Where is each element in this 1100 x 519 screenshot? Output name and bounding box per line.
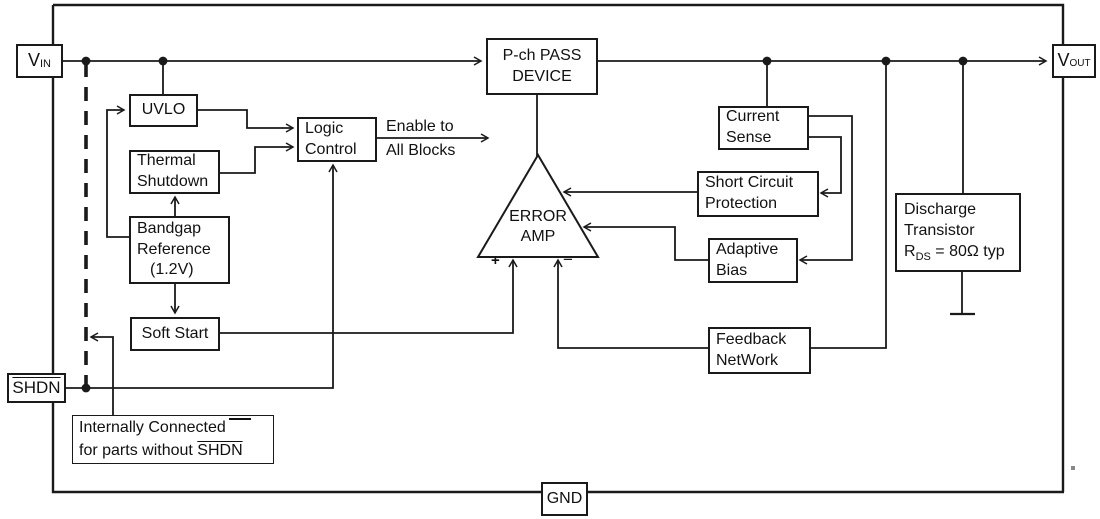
logic-line2: Control <box>305 140 357 158</box>
note-internally-connected: Internally Connected for parts without S… <box>72 415 274 464</box>
enable-annotation: Enable to All Blocks <box>386 118 456 160</box>
wire-uvlo-to-logic <box>197 109 295 133</box>
wire-feedback-to-minus-input <box>553 258 708 349</box>
chip-boundary <box>51 3 1065 494</box>
wire-currentsense-to-scp <box>808 136 842 198</box>
current-sense-line2: Sense <box>726 129 772 146</box>
wire-feedback-to-rail <box>810 61 887 349</box>
junction-dot <box>81 56 91 66</box>
block-short-circuit-protection: Short Circuit Protection <box>697 171 819 217</box>
overline-artifact <box>228 418 251 432</box>
soft-start-label: Soft Start <box>141 324 209 342</box>
pin-vin-label: V <box>27 50 40 71</box>
uvlo-label: UVLO <box>141 101 186 119</box>
error-amp-triangle <box>476 153 600 258</box>
junction-dot <box>81 383 91 393</box>
print-artifact-dot <box>1071 466 1075 470</box>
pin-shdn-label: SHDN <box>12 377 61 397</box>
block-discharge-transistor: Discharge Transistor RDS = 80Ω typ <box>895 193 1021 272</box>
pin-shdn: SHDN <box>7 373 66 403</box>
junction-dot <box>158 56 168 66</box>
block-current-sense: Current Sense <box>718 106 809 150</box>
adaptive-bias-line2: Bias <box>716 261 748 279</box>
scp-line1: Short Circuit <box>705 174 794 192</box>
pin-gnd: GND <box>541 482 588 516</box>
pin-vin-sub: IN <box>40 57 51 70</box>
block-soft-start: Soft Start <box>130 317 220 351</box>
scp-line2: Protection <box>705 195 778 212</box>
error-amp-line2: AMP <box>520 228 556 245</box>
wire-currentsense-to-adaptive <box>798 115 853 265</box>
block-thermal-shutdown: Thermal Shutdown <box>129 150 220 194</box>
block-pass-device: P-ch PASS DEVICE <box>486 38 598 95</box>
enable-line2: All Blocks <box>386 142 456 159</box>
junction-dot <box>762 56 772 66</box>
wire-shdn-to-logic <box>65 163 338 389</box>
bandgap-line3: (1.2V) <box>150 261 194 279</box>
note-line2: for parts without SHDN <box>79 441 243 459</box>
pass-line1: P-ch PASS <box>502 46 582 64</box>
adaptive-bias-line1: Adaptive <box>716 240 779 258</box>
logic-line1: Logic <box>305 119 344 137</box>
pin-vout-label: V <box>1057 50 1070 71</box>
plus-input-label: + <box>491 252 500 269</box>
error-amp-label: ERROR AMP <box>480 207 596 247</box>
junction-dot <box>881 56 891 66</box>
bandgap-line1: Bandgap <box>137 219 202 237</box>
wire-thermal-to-logic <box>219 142 295 174</box>
block-logic-control: Logic Control <box>297 117 377 162</box>
block-bandgap-reference: Bandgap Reference (1.2V) <box>129 216 230 284</box>
feedback-line1: Feedback <box>716 330 787 348</box>
wire-note-leader <box>89 332 114 415</box>
thermal-line2: Shutdown <box>137 173 209 190</box>
border-top <box>53 3 1065 44</box>
block-uvlo: UVLO <box>129 94 198 127</box>
junction-dot <box>958 56 968 66</box>
wire-softstart-to-plus-input <box>219 258 518 334</box>
wire-bandgap-to-uvlo <box>106 105 129 238</box>
enable-line1: Enable to <box>386 118 454 135</box>
discharge-line2: Transistor <box>904 222 975 240</box>
feedback-line2: NetWork <box>716 351 778 369</box>
wire-adaptive-to-erroramp <box>582 222 708 261</box>
current-sense-line1: Current <box>726 108 780 126</box>
bandgap-line2: Reference <box>137 240 211 258</box>
note-line1: Internally Connected <box>79 417 251 439</box>
pass-line2: DEVICE <box>512 67 572 85</box>
pin-vout-sub: OUT <box>1069 58 1091 69</box>
error-amp-line1: ERROR <box>509 208 567 225</box>
thermal-line1: Thermal <box>137 152 196 170</box>
junction-dots <box>81 56 968 393</box>
block-adaptive-bias: Adaptive Bias <box>708 238 798 283</box>
border-left-bottom <box>51 402 541 494</box>
discharge-line1: Discharge <box>904 201 977 219</box>
block-feedback-network: Feedback NetWork <box>708 327 811 374</box>
pin-gnd-label: GND <box>546 489 583 507</box>
discharge-line3: RDS = 80Ω typ <box>904 243 1005 264</box>
minus-input-label: − <box>563 250 573 269</box>
